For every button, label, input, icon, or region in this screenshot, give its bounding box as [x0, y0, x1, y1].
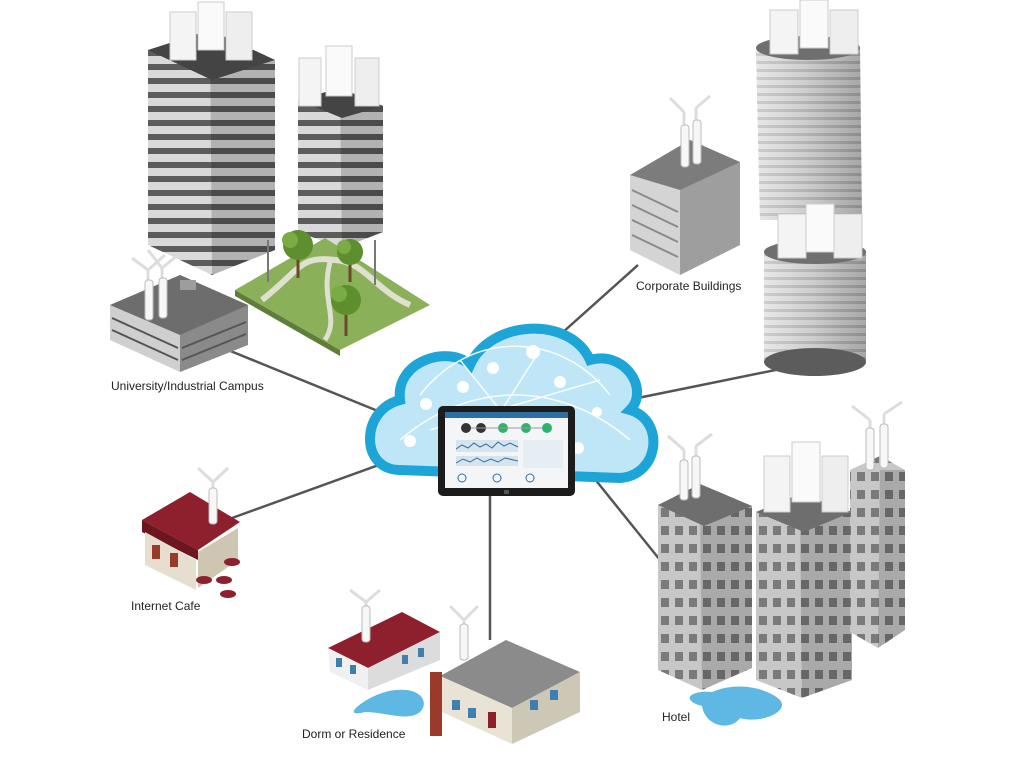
access-point-icon: [197, 1, 225, 51]
tree-icon: [331, 285, 361, 336]
access-point-icon: [829, 9, 859, 55]
access-point-icon: [833, 213, 863, 259]
corporate-illustration: [630, 0, 866, 376]
cloud-illustration: [365, 323, 659, 496]
access-point-icon: [799, 0, 829, 49]
access-point-icon: [298, 57, 322, 107]
campus-illustration: [110, 1, 430, 372]
access-point-icon: [791, 441, 821, 503]
access-point-icon: [805, 203, 835, 253]
access-point-icon: [769, 9, 799, 55]
tree-icon: [337, 239, 363, 282]
link-hotel-tower: [627, 363, 801, 402]
link-corporate: [561, 264, 639, 334]
label-corporate: Corporate Buildings: [636, 279, 741, 293]
access-point-icon: [763, 455, 791, 513]
cafe-illustration: [142, 466, 240, 598]
access-point-icon: [169, 11, 197, 61]
link-hotel: [593, 477, 661, 561]
tablet-dashboard: [438, 406, 575, 496]
label-dorm: Dorm or Residence: [302, 727, 406, 741]
access-point-icon: [225, 11, 253, 61]
dorm-illustration: [328, 588, 580, 744]
link-cafe: [231, 456, 399, 520]
label-campus: University/Industrial Campus: [111, 379, 264, 393]
label-cafe: Internet Cafe: [131, 599, 201, 613]
access-point-icon: [821, 455, 849, 513]
status-indicator-icons: [461, 423, 552, 433]
hotel-illustration: [658, 400, 905, 726]
cafe-table-icons: [196, 558, 240, 598]
link-campus: [227, 348, 396, 420]
network-links: [227, 264, 801, 640]
access-point-icon: [777, 213, 807, 259]
label-hotel: Hotel: [662, 710, 690, 724]
access-point-icon: [325, 45, 353, 97]
tree-icon: [282, 230, 313, 278]
access-point-icon: [354, 57, 380, 107]
